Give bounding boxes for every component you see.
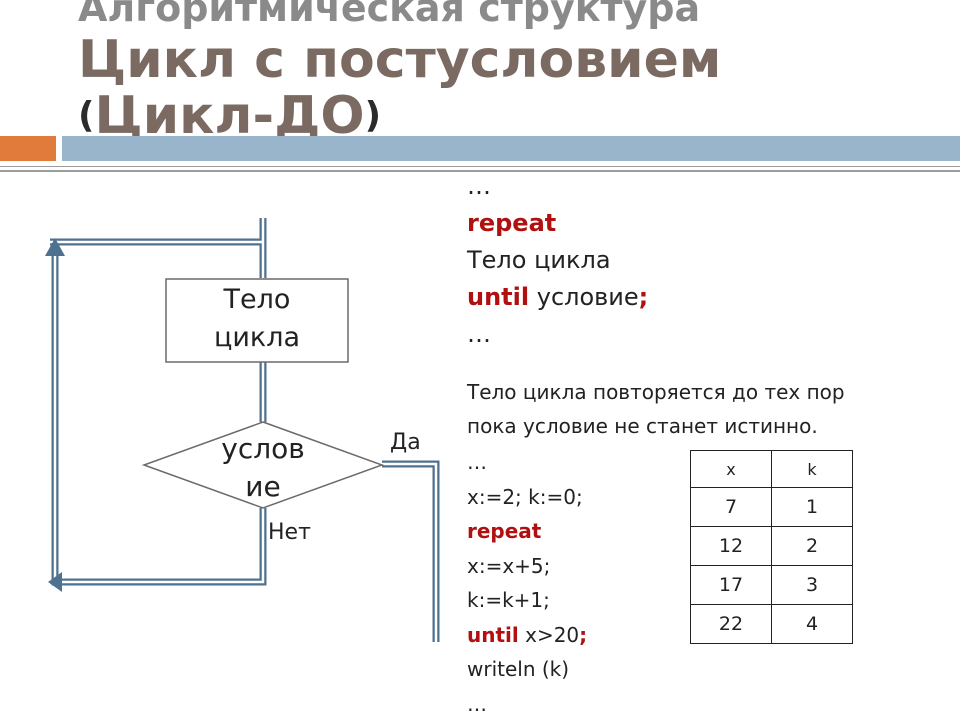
example-output: writeln (k) [467,652,587,687]
example-until-keyword: until [467,623,519,647]
body-label-1: Тело [166,284,348,315]
example-condition: x>20 [519,623,579,647]
trace-header-k: k [772,451,853,488]
table-cell: 2 [772,527,853,566]
trace-table-header: x k [691,451,853,488]
body-label-2: цикла [166,322,348,353]
example-repeat-keyword: repeat [467,514,587,549]
syntax-ellipsis-bottom: … [467,316,648,353]
table-cell: 7 [691,488,772,527]
yes-label: Да [390,430,421,455]
example-semicolon: ; [579,623,587,647]
syntax-repeat-keyword: repeat [467,205,648,242]
table-cell: 3 [772,566,853,605]
example-init: x:=2; k:=0; [467,480,587,515]
table-cell: 4 [772,605,853,644]
table-row: 22 4 [691,605,853,644]
table-row: 12 2 [691,527,853,566]
trace-table: x k 7 1 12 2 17 3 22 4 [690,450,853,644]
table-cell: 12 [691,527,772,566]
table-cell: 22 [691,605,772,644]
syntax-condition: условие [529,283,639,311]
example-ellipsis-top: … [467,445,587,480]
table-cell: 1 [772,488,853,527]
syntax-block: … repeat Тело цикла until условие; … [467,168,648,353]
table-row: 7 1 [691,488,853,527]
exit-yes-line [382,464,436,642]
example-until-line: until x>20; [467,618,587,653]
example-stmt-1: x:=x+5; [467,549,587,584]
syntax-until-line: until условие; [467,279,648,316]
description-line-1: Тело цикла повторяется до тех пор [467,375,845,409]
example-code: … x:=2; k:=0; repeat x:=x+5; k:=k+1; unt… [467,445,587,721]
syntax-until-keyword: until [467,283,529,311]
example-stmt-2: k:=k+1; [467,583,587,618]
table-cell: 17 [691,566,772,605]
description-line-2: пока условие не станет истинно. [467,409,845,443]
syntax-body: Тело цикла [467,242,648,279]
description: Тело цикла повторяется до тех пор пока у… [467,375,845,443]
trace-header-x: x [691,451,772,488]
syntax-semicolon: ; [639,283,649,311]
syntax-ellipsis-top: … [467,168,648,205]
no-label: Нет [268,520,311,545]
example-ellipsis-bottom: … [467,687,587,721]
condition-label-2: ие [180,470,346,503]
condition-label-1: услов [180,432,346,465]
table-row: 17 3 [691,566,853,605]
